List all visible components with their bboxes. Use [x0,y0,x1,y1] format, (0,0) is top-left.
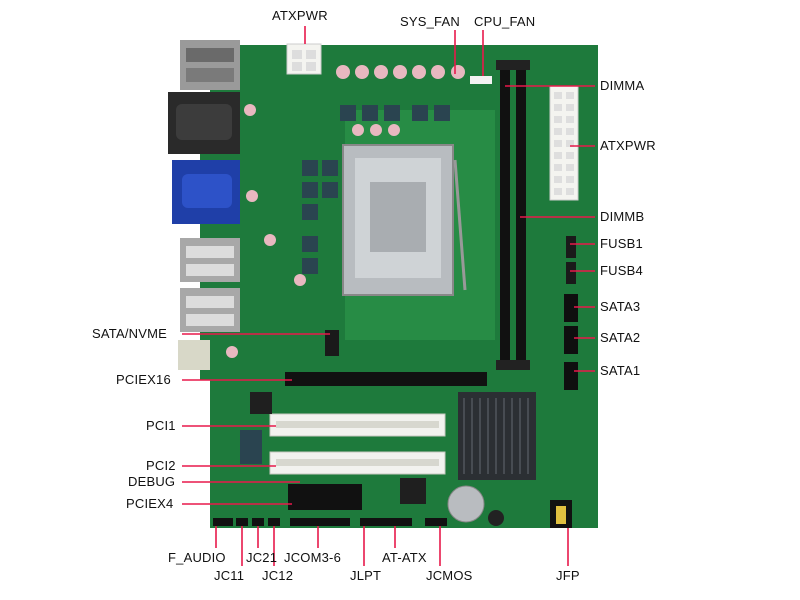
label-dimma: DIMMA [600,78,645,93]
label-jlpt: JLPT [350,568,382,583]
label-jc11: JC11 [214,568,245,583]
fusb1-header [566,236,576,258]
label-sys-fan: SYS_FAN [400,14,460,29]
m2-slot [325,330,339,356]
sata1-port [564,362,578,390]
label-jcmos: JCMOS [426,568,473,583]
label-cpu-fan: CPU_FAN [474,14,536,29]
label-fusb1: FUSB1 [600,236,643,251]
cmos-battery [447,485,485,523]
audio-jack-block [178,340,210,370]
label-at-atx: AT-ATX [382,550,427,565]
label-f-audio: F_AUDIO [168,550,226,565]
label-fusb4: FUSB4 [600,263,643,278]
label-sata-nvme: SATA/NVME [92,326,167,341]
ethernet-usb-stack-top [180,40,240,90]
label-atxpwr-right: ATXPWR [600,138,656,153]
label-sata2: SATA2 [600,330,641,345]
fan-header-pins [470,76,492,84]
label-pciex4: PCIEX4 [126,496,174,511]
label-pci1: PCI1 [146,418,176,433]
sata3-port [564,294,578,322]
label-jcom: JCOM3-6 [284,550,342,565]
dimm-slot-a [500,60,510,370]
label-dimmb: DIMMB [600,209,645,224]
label-pciex16: PCIEX16 [116,372,171,387]
dimm-slot-b [516,60,526,370]
label-atxpwr-top: ATXPWR [272,8,328,23]
sata2-port [564,326,578,354]
label-sata1: SATA1 [600,363,641,378]
vrm-components [226,65,465,358]
pciex4-slot [288,484,362,510]
pciex16-slot [285,372,487,386]
label-sata3: SATA3 [600,299,641,314]
label-debug: DEBUG [128,474,176,489]
label-jc12: JC12 [262,568,294,583]
label-jc21: JC21 [246,550,278,565]
leader-lines [182,26,595,566]
label-jfp: JFP [556,568,580,583]
label-pci2: PCI2 [146,458,176,473]
fusb4-header [566,262,576,284]
